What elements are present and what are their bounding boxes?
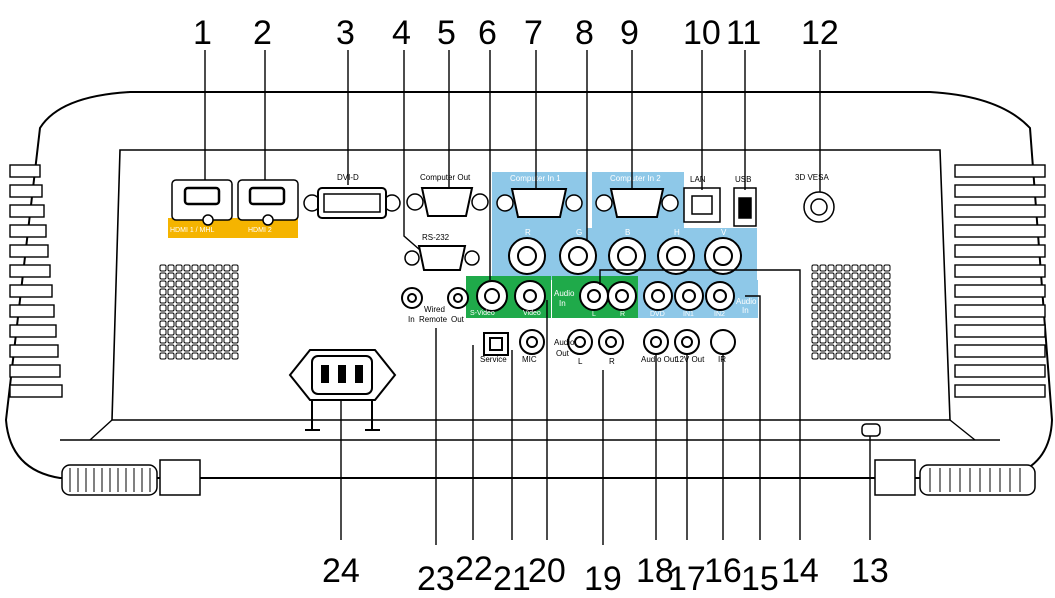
audio-in-label-a: Audio	[554, 289, 575, 298]
in2-label: IN2	[714, 311, 725, 318]
wired-label: Wired	[424, 305, 445, 314]
callout-3: 3	[336, 14, 355, 52]
callout-10: 10	[683, 14, 721, 52]
callout-4: 4	[392, 14, 411, 52]
computer-in-2-label: Computer In 2	[610, 174, 661, 183]
audio-out-port[interactable]	[643, 329, 669, 355]
bnc-connectors[interactable]	[508, 237, 742, 275]
12v-out-label: 12V Out	[675, 355, 705, 364]
callout-14: 14	[781, 552, 819, 590]
callout-15: 15	[741, 560, 779, 598]
video-label: Video	[523, 310, 541, 317]
service-port[interactable]	[483, 332, 509, 356]
computer-out-label: Computer Out	[420, 173, 471, 182]
audio-out-label-a: Audio	[554, 338, 575, 347]
callout-22: 22	[455, 550, 493, 588]
callout-21: 21	[493, 560, 531, 598]
dvd-label: DVD	[650, 311, 665, 318]
audio-r-label: R	[620, 311, 625, 318]
rs-232-label: RS-232	[422, 233, 450, 242]
computer-in-2-port[interactable]	[595, 188, 679, 218]
callout-23: 23	[417, 560, 455, 598]
callout-1: 1	[193, 14, 212, 52]
audio-out-label-b: Out	[556, 349, 570, 358]
s-video-label: S-Video	[470, 310, 495, 317]
audio-in-lr-ports[interactable]	[579, 281, 637, 311]
callout-11: 11	[726, 14, 761, 52]
callout-2: 2	[253, 14, 272, 52]
ir-receiver	[710, 329, 736, 355]
12v-out-port[interactable]	[674, 329, 700, 355]
in1-label: IN1	[683, 311, 694, 318]
callout-17: 17	[668, 560, 706, 598]
dvi-d-port[interactable]	[303, 187, 401, 219]
audio-in2-label-a: Audio	[736, 297, 757, 306]
computer-in-1-port[interactable]	[496, 188, 583, 218]
right-vent-grille	[954, 164, 1046, 398]
bnc-g-label: G	[576, 228, 582, 237]
bnc-b-label: B	[625, 228, 630, 237]
callout-12: 12	[801, 14, 839, 52]
ac-power-socket[interactable]	[288, 349, 397, 431]
callout-18: 18	[636, 552, 674, 590]
right-speaker-grille	[811, 264, 891, 360]
callout-5: 5	[437, 14, 456, 52]
rs-232-port[interactable]	[404, 245, 480, 271]
mic-label: MIC	[522, 355, 537, 364]
callout-20: 20	[528, 552, 566, 590]
audio-out-lr-ports[interactable]	[567, 329, 624, 355]
3d-vesa-port[interactable]	[803, 191, 835, 223]
bnc-r-label: R	[525, 228, 531, 237]
audio-out-l-label: L	[578, 357, 583, 366]
audio-in-blue-ports[interactable]	[643, 281, 735, 311]
ir-label: IR	[718, 355, 726, 364]
hdmi-2-port[interactable]	[237, 179, 299, 226]
wired-remote-ports[interactable]	[401, 287, 469, 309]
callout-lines	[204, 50, 871, 545]
callout-13: 13	[851, 552, 889, 590]
remote-label: Remote	[419, 315, 448, 324]
lan-label: LAN	[690, 175, 706, 184]
audio-in2-label-b: In	[742, 306, 749, 315]
lan-port[interactable]	[683, 187, 721, 223]
kensington-lock-slot[interactable]	[861, 423, 881, 437]
callout-numbers: 1 2 3 4 5 6 7 8 9 10 11 12 13 14 15 16 1…	[193, 14, 889, 598]
left-speaker-grille	[159, 264, 239, 360]
usb-label: USB	[735, 175, 751, 184]
callout-19: 19	[584, 560, 622, 598]
audio-out-label: Audio Out	[641, 355, 677, 364]
callout-9: 9	[620, 14, 639, 52]
wired-in-label: In	[408, 315, 415, 324]
audio-out-r-label: R	[609, 357, 615, 366]
adjustable-feet	[61, 459, 1036, 496]
s-video-port[interactable]	[476, 280, 508, 312]
audio-l-label: L	[592, 311, 596, 318]
hdmi-2-label: HDMI 2	[248, 227, 272, 234]
callout-7: 7	[524, 14, 543, 52]
callout-16: 16	[704, 552, 742, 590]
3d-vesa-label: 3D VESA	[795, 173, 829, 182]
usb-port[interactable]	[733, 187, 757, 227]
audio-in-label-b: In	[559, 299, 566, 308]
callout-6: 6	[478, 14, 497, 52]
callout-8: 8	[575, 14, 594, 52]
hdmi-1-port[interactable]	[171, 179, 233, 226]
hdmi-1-label: HDMI 1 / MHL	[170, 227, 214, 234]
bnc-h-label: H	[674, 228, 680, 237]
left-vent-grille	[9, 164, 63, 398]
callout-24: 24	[322, 552, 360, 590]
video-port[interactable]	[514, 280, 546, 312]
service-label: Service	[480, 355, 507, 364]
bnc-v-label: V	[721, 228, 727, 237]
computer-out-port[interactable]	[406, 187, 489, 217]
wired-out-label: Out	[451, 315, 465, 324]
mic-port[interactable]	[519, 329, 545, 355]
